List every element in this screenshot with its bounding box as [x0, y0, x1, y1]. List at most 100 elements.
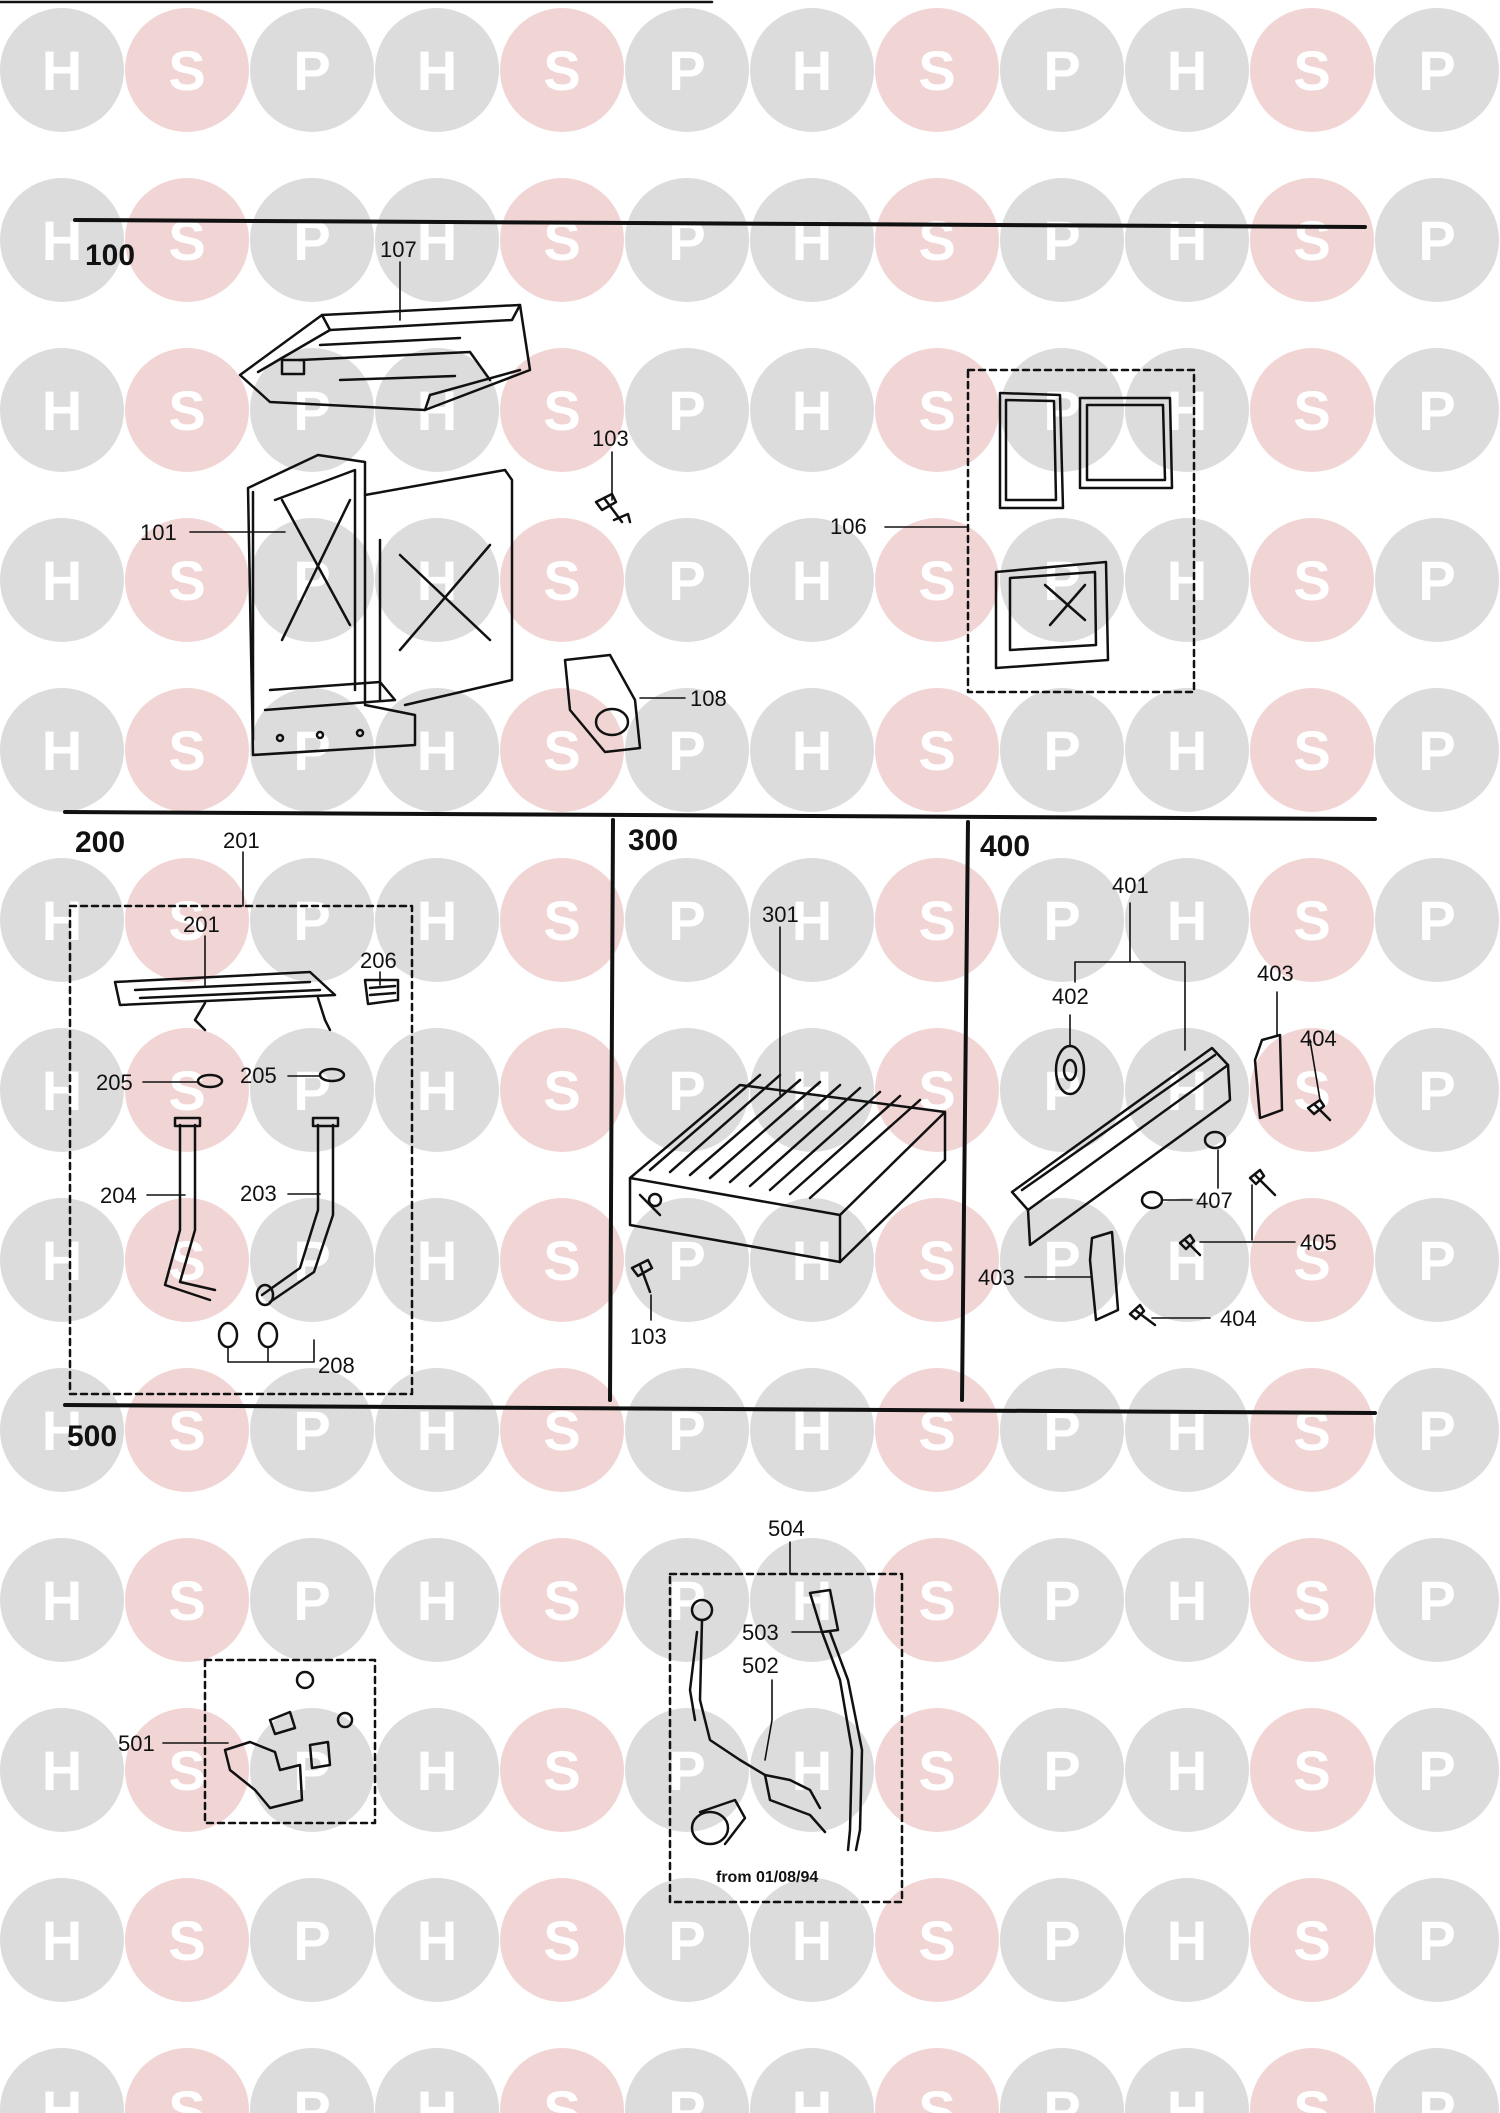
watermark-letter: H — [417, 1059, 457, 1122]
watermark-letter: S — [918, 39, 955, 102]
callout-101: 101 — [140, 520, 177, 545]
watermark-badge: S — [500, 1878, 624, 2002]
watermark-badge: H — [0, 1878, 124, 2002]
watermark-letter: S — [543, 2079, 580, 2113]
watermark-letter: P — [668, 1229, 705, 1292]
watermark-badge: S — [125, 348, 249, 472]
watermark-badge: S — [1250, 688, 1374, 812]
part-405-screws — [1178, 1168, 1277, 1257]
watermark-letter: P — [668, 549, 705, 612]
callout-503: 503 — [742, 1620, 779, 1645]
watermark-letter: S — [918, 719, 955, 782]
watermark-letter: H — [42, 2079, 82, 2113]
watermark-badge: S — [500, 688, 624, 812]
watermark-letter: H — [792, 1909, 832, 1972]
watermark-letter: P — [293, 1909, 330, 1972]
watermark-letter: P — [1043, 2079, 1080, 2113]
part-401-burner-rail — [1010, 1046, 1232, 1247]
watermark-badge: S — [875, 688, 999, 812]
part-407-washer-2 — [1140, 1190, 1164, 1210]
watermark-letter: H — [1167, 1229, 1207, 1292]
watermark-letter: H — [1167, 889, 1207, 952]
watermark-badge: P — [625, 178, 749, 302]
watermark-letter: S — [543, 1909, 580, 1972]
watermark-badge: S — [1250, 518, 1374, 642]
watermark-badge: H — [1125, 348, 1249, 472]
watermark-letter: H — [42, 719, 82, 782]
part-301-heat-exchanger — [628, 1073, 947, 1264]
watermark-badge: H — [375, 1198, 499, 1322]
watermark-badge: H — [0, 688, 124, 812]
watermark-letter: S — [168, 889, 205, 952]
part-201-burner-manifold — [113, 970, 337, 1032]
part-103-screw — [594, 492, 632, 524]
watermark-letter: P — [1418, 1399, 1455, 1462]
part-403-bracket-upper — [1253, 1033, 1284, 1120]
callout-401: 401 — [1112, 873, 1149, 898]
watermark-badge: S — [125, 178, 249, 302]
watermark-letter: P — [1043, 1909, 1080, 1972]
watermark-letter: S — [1293, 889, 1330, 952]
watermark-letter: S — [543, 379, 580, 442]
watermark-letter: P — [1418, 1229, 1455, 1292]
part-501-gas-valve-parts — [223, 1670, 354, 1810]
part-108-bracket — [563, 653, 642, 754]
watermark-badge: S — [1250, 348, 1374, 472]
watermark-badge: H — [375, 2048, 499, 2113]
watermark-badge: S — [500, 178, 624, 302]
watermark-letter: H — [1167, 1569, 1207, 1632]
watermark-letter: H — [792, 39, 832, 102]
part-504-kit-box — [668, 1572, 904, 1904]
watermark-letter: H — [417, 1399, 457, 1462]
watermark-badge: H — [375, 1368, 499, 1492]
watermark-badge: P — [1375, 518, 1499, 642]
watermark-letter: S — [1293, 719, 1330, 782]
watermark-badge: H — [0, 1198, 124, 1322]
watermark-badge: H — [375, 858, 499, 982]
watermark-badge: H — [1125, 8, 1249, 132]
watermark-letter: P — [1418, 379, 1455, 442]
watermark-letter: H — [792, 889, 832, 952]
watermark-letter: H — [42, 1569, 82, 1632]
watermark-badge: S — [125, 1708, 249, 1832]
callout-403-upper: 403 — [1257, 961, 1294, 986]
watermark-badge: P — [625, 1878, 749, 2002]
watermark-badge: S — [1250, 1538, 1374, 1662]
watermark-letter: S — [543, 719, 580, 782]
callout-206: 206 — [360, 948, 397, 973]
watermark-badge: H — [750, 178, 874, 302]
watermark-letter: S — [543, 39, 580, 102]
watermark-letter: S — [918, 209, 955, 272]
watermark-badge: S — [1250, 8, 1374, 132]
watermark-badge: H — [750, 348, 874, 472]
watermark-letter: S — [1293, 2079, 1330, 2113]
watermark-badge: H — [0, 1028, 124, 1152]
watermark-letter: P — [293, 1399, 330, 1462]
watermark-badge: H — [0, 8, 124, 132]
callout-107: 107 — [380, 237, 417, 262]
watermark-letter: H — [1167, 549, 1207, 612]
watermark-badge: H — [375, 1878, 499, 2002]
watermark-badge: S — [125, 1368, 249, 1492]
watermark-badge: H — [750, 2048, 874, 2113]
watermark-badge: P — [625, 688, 749, 812]
watermark-letter: P — [668, 2079, 705, 2113]
watermark-badge: S — [1250, 2048, 1374, 2113]
watermark-badge: S — [1250, 858, 1374, 982]
callout-504: 504 — [768, 1516, 805, 1541]
watermark-badge: S — [1250, 1198, 1374, 1322]
watermark-badge: H — [375, 1538, 499, 1662]
watermark-letter: P — [293, 889, 330, 952]
watermark-badge: H — [0, 1368, 124, 1492]
watermark-badge: S — [500, 1708, 624, 1832]
callout-407: 407 — [1196, 1188, 1233, 1213]
watermark-badge: P — [1375, 1198, 1499, 1322]
callout-403-lower: 403 — [978, 1265, 1015, 1290]
callout-106: 106 — [830, 514, 867, 539]
watermark-letter: H — [417, 1569, 457, 1632]
watermark-badge: P — [250, 858, 374, 982]
watermark-letter: S — [918, 379, 955, 442]
watermark-badge: P — [1375, 178, 1499, 302]
watermark-badge: S — [1250, 178, 1374, 302]
section-divider-top — [73, 218, 1367, 229]
